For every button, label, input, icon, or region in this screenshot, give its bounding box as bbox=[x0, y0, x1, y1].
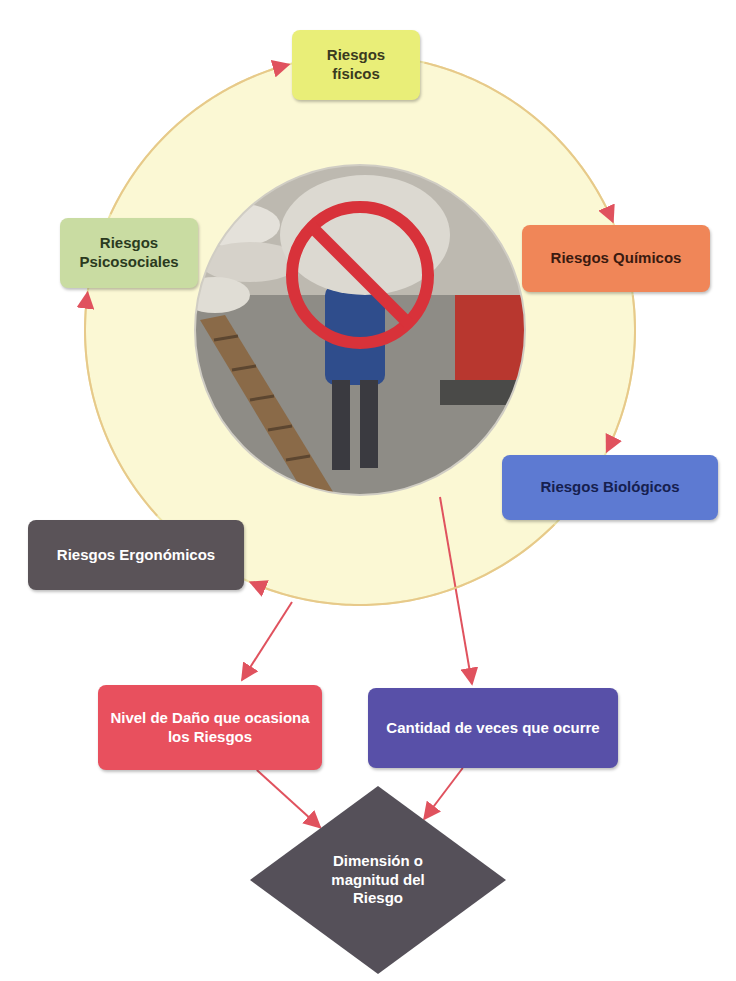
plank bbox=[200, 315, 335, 495]
prohibition-sign bbox=[292, 207, 428, 343]
process-box: Riesgos Ergonómicos bbox=[28, 520, 244, 590]
cycle-arrow bbox=[250, 525, 554, 605]
plank-step bbox=[286, 456, 310, 460]
cycle-arrow bbox=[111, 64, 289, 214]
plank-step bbox=[214, 336, 238, 340]
flow-arrow bbox=[424, 768, 463, 819]
flow-arrow bbox=[242, 602, 292, 680]
diamond-shape bbox=[250, 786, 506, 974]
cycle-arrow bbox=[85, 292, 157, 515]
worker bbox=[360, 380, 378, 468]
node-label: Riesgos Psicosociales bbox=[70, 234, 188, 272]
cycle-arrow bbox=[424, 63, 612, 222]
node-label: Nivel de Daño que ocasiona los Riesgos bbox=[108, 709, 312, 747]
process-box: Riesgos Psicosociales bbox=[60, 218, 198, 288]
sack bbox=[190, 203, 280, 247]
decision-diamond: Dimensión o magnitud del Riesgo bbox=[249, 785, 507, 975]
plank-step bbox=[268, 426, 292, 430]
node-label: Riesgos Químicos bbox=[551, 249, 682, 268]
node-label: Riesgos Ergonómicos bbox=[57, 546, 215, 565]
node-label: Dimensión o magnitud del Riesgo bbox=[313, 852, 443, 908]
photo-frame bbox=[195, 165, 525, 495]
node-label: Riesgos Biológicos bbox=[540, 478, 679, 497]
plank-step bbox=[232, 366, 256, 370]
cycle-arrow bbox=[607, 295, 635, 451]
plank-step bbox=[250, 396, 274, 400]
process-box: Riesgos Químicos bbox=[522, 225, 710, 292]
prohibition-sign bbox=[312, 227, 408, 323]
photo bbox=[180, 165, 530, 495]
process-box: Riesgos Biológicos bbox=[502, 455, 718, 520]
worker bbox=[332, 380, 350, 470]
flow-arrow bbox=[440, 497, 472, 684]
process-box: Cantidad de veces que ocurre bbox=[368, 688, 618, 768]
process-box: Nivel de Daño que ocasiona los Riesgos bbox=[98, 685, 322, 770]
flow-arrow bbox=[257, 770, 320, 828]
node-label: Riesgos físicos bbox=[302, 46, 410, 84]
node-label: Cantidad de veces que ocurre bbox=[386, 719, 599, 738]
process-box: Riesgos físicos bbox=[292, 30, 420, 100]
